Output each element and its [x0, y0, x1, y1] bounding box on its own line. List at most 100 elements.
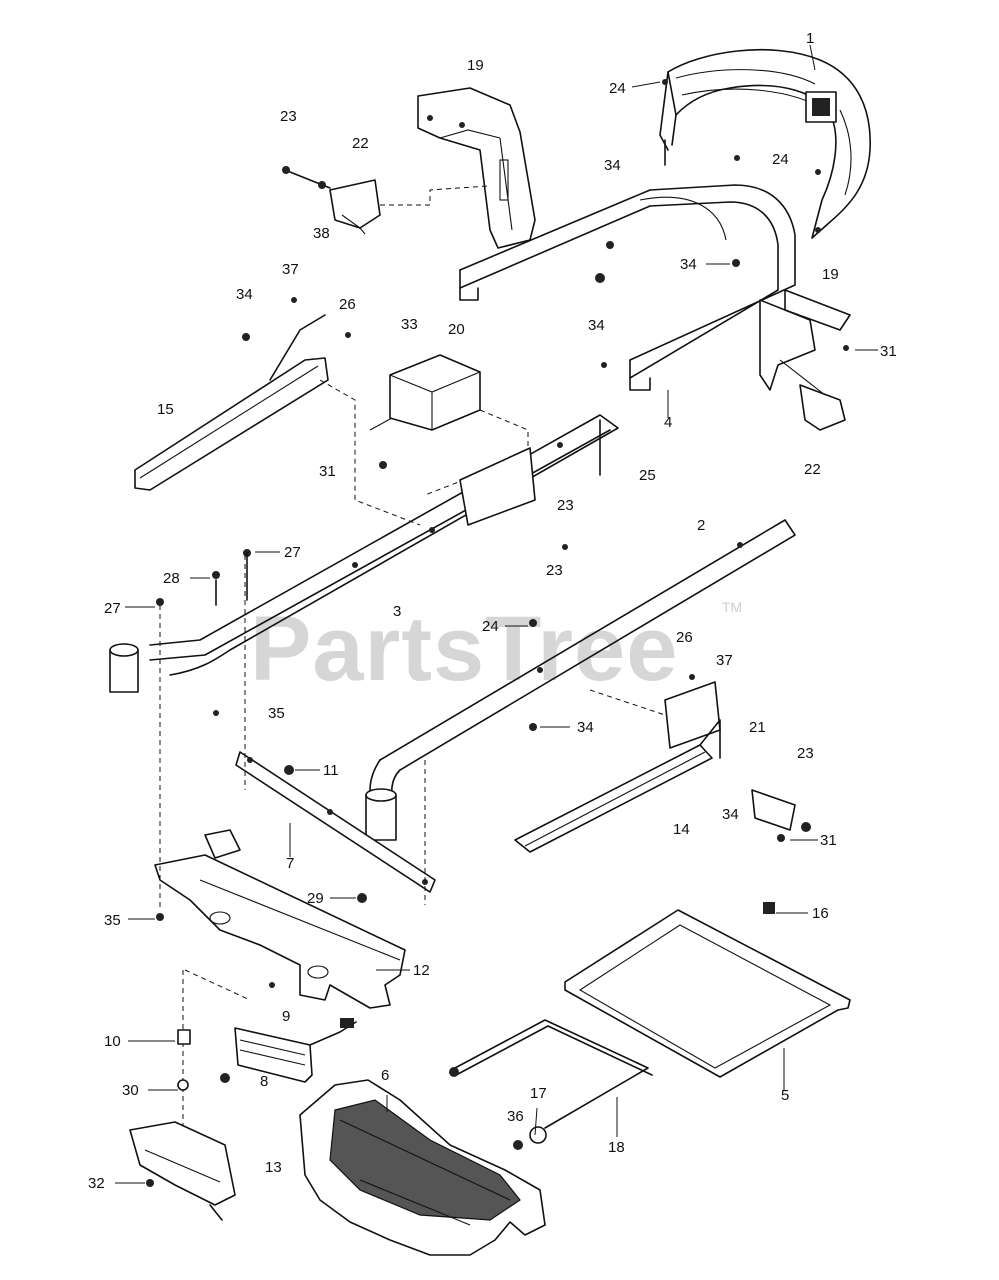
part-31-bolt-center[interactable] [379, 461, 387, 469]
label-31-center: 31 [319, 463, 336, 480]
part-24-bolt-c[interactable] [815, 169, 821, 175]
part-30-nut[interactable] [177, 1079, 189, 1091]
part-36-nut[interactable] [513, 1140, 523, 1150]
part-17-nut[interactable] [529, 1126, 547, 1144]
watermark-trademark: TM [722, 599, 742, 615]
label-38: 38 [313, 225, 330, 242]
label-35-upper: 35 [268, 705, 285, 722]
part-6-front-bumper[interactable] [299, 1079, 546, 1256]
label-31-right: 31 [880, 343, 897, 360]
part-23-bolt-right[interactable] [801, 822, 811, 832]
label-10: 10 [104, 1033, 121, 1050]
part-9-bolt[interactable] [269, 982, 275, 988]
part-11-plug[interactable] [284, 765, 294, 775]
label-23-right: 23 [797, 745, 814, 762]
part-10-grommet[interactable] [177, 1029, 191, 1045]
label-17: 17 [530, 1085, 547, 1102]
part-14-right-rail[interactable] [514, 719, 721, 853]
part-16-clip[interactable] [763, 902, 775, 914]
part-38-washer[interactable] [318, 181, 326, 189]
part-24-bolt-b[interactable] [734, 155, 740, 161]
label-23-center-b: 23 [546, 562, 563, 579]
label-16: 16 [812, 905, 829, 922]
part-22-right-bracket[interactable] [759, 289, 851, 431]
part-35-nut-upper[interactable] [213, 710, 219, 716]
part-upper-frame-loop[interactable] [459, 184, 796, 391]
label-2: 2 [697, 517, 705, 534]
part-28-pin[interactable] [212, 571, 220, 606]
label-18: 18 [608, 1139, 625, 1156]
part-24-bolt-a[interactable] [662, 79, 668, 85]
part-12-front-bracket[interactable] [154, 829, 406, 1009]
part-35-nut-lower[interactable] [156, 913, 164, 921]
part-24-bolt-center[interactable] [529, 619, 537, 627]
part-7-lower-plate[interactable] [235, 751, 436, 893]
part-15-left-rail[interactable] [134, 314, 329, 491]
part-23-bolt-center[interactable] [562, 544, 568, 550]
part-18-rod[interactable] [449, 1019, 653, 1129]
part-8-headlight[interactable] [234, 1018, 357, 1083]
part-19-nut[interactable] [815, 227, 821, 233]
part-19-bracket[interactable] [417, 87, 536, 249]
label-23-center-a: 23 [557, 497, 574, 514]
label-22-top: 22 [352, 135, 369, 152]
part-37-bolt-right[interactable] [689, 674, 695, 680]
part-31-bolt-right[interactable] [843, 345, 849, 351]
assembly-line-31 [319, 379, 421, 526]
label-22-right: 22 [804, 461, 821, 478]
label-26-left: 26 [339, 296, 356, 313]
part-27-bolt-center[interactable] [243, 549, 251, 601]
part-20-bracket[interactable] [369, 354, 481, 431]
label-9: 9 [282, 1008, 290, 1025]
guide-line-9 [184, 969, 251, 1001]
label-8: 8 [260, 1073, 268, 1090]
assembly-line-20 [424, 409, 529, 496]
part-34-bracket-lower[interactable] [751, 789, 796, 831]
label-23-top: 23 [280, 108, 297, 125]
label-14: 14 [673, 821, 690, 838]
label-27-left: 27 [104, 600, 121, 617]
label-7: 7 [286, 855, 294, 872]
part-37-bolt-left[interactable] [291, 297, 297, 303]
label-34-lower: 34 [722, 806, 739, 823]
label-20: 20 [448, 321, 465, 338]
label-34-top: 34 [604, 157, 621, 174]
label-24-top-right: 24 [772, 151, 789, 168]
label-24-center: 24 [482, 618, 499, 635]
part-3-caster-mount[interactable] [109, 643, 139, 693]
label-25: 25 [639, 467, 656, 484]
part-27-bolt-left[interactable] [156, 598, 164, 606]
part-1-rear-cover[interactable] [659, 48, 871, 239]
label-31-lower: 31 [820, 832, 837, 849]
part-5-floor-pan[interactable] [564, 909, 851, 1078]
label-24-top-left: 24 [609, 80, 626, 97]
label-1: 1 [806, 30, 814, 47]
part-26-bolt-left[interactable] [345, 332, 351, 338]
label-30: 30 [122, 1082, 139, 1099]
part-3-left-frame-rail[interactable] [149, 414, 619, 676]
leader-lines [115, 44, 878, 1184]
label-19-top: 19 [467, 57, 484, 74]
part-25-bolt[interactable] [601, 362, 607, 368]
label-5: 5 [781, 1087, 789, 1104]
part-29-nut[interactable] [357, 893, 367, 903]
part-31-bolt-lower[interactable] [777, 834, 785, 842]
label-3: 3 [393, 603, 401, 620]
label-34-right: 34 [680, 256, 697, 273]
part-22-upper-bracket[interactable] [329, 179, 489, 235]
part-clip[interactable] [220, 1073, 230, 1083]
part-34-nut-left[interactable] [242, 333, 250, 341]
label-34-left: 34 [236, 286, 253, 303]
part-2-right-frame-rail[interactable] [365, 519, 796, 841]
part-34-nut-center[interactable] [529, 723, 537, 731]
label-15: 15 [157, 401, 174, 418]
label-27-center: 27 [284, 544, 301, 561]
watermark: PartsTree [250, 598, 678, 700]
part-32-screw[interactable] [146, 1179, 154, 1187]
label-28: 28 [163, 570, 180, 587]
label-35-lower: 35 [104, 912, 121, 929]
part-13-step-plate[interactable] [129, 1121, 236, 1221]
label-4: 4 [664, 414, 672, 431]
label-34-mid: 34 [577, 719, 594, 736]
